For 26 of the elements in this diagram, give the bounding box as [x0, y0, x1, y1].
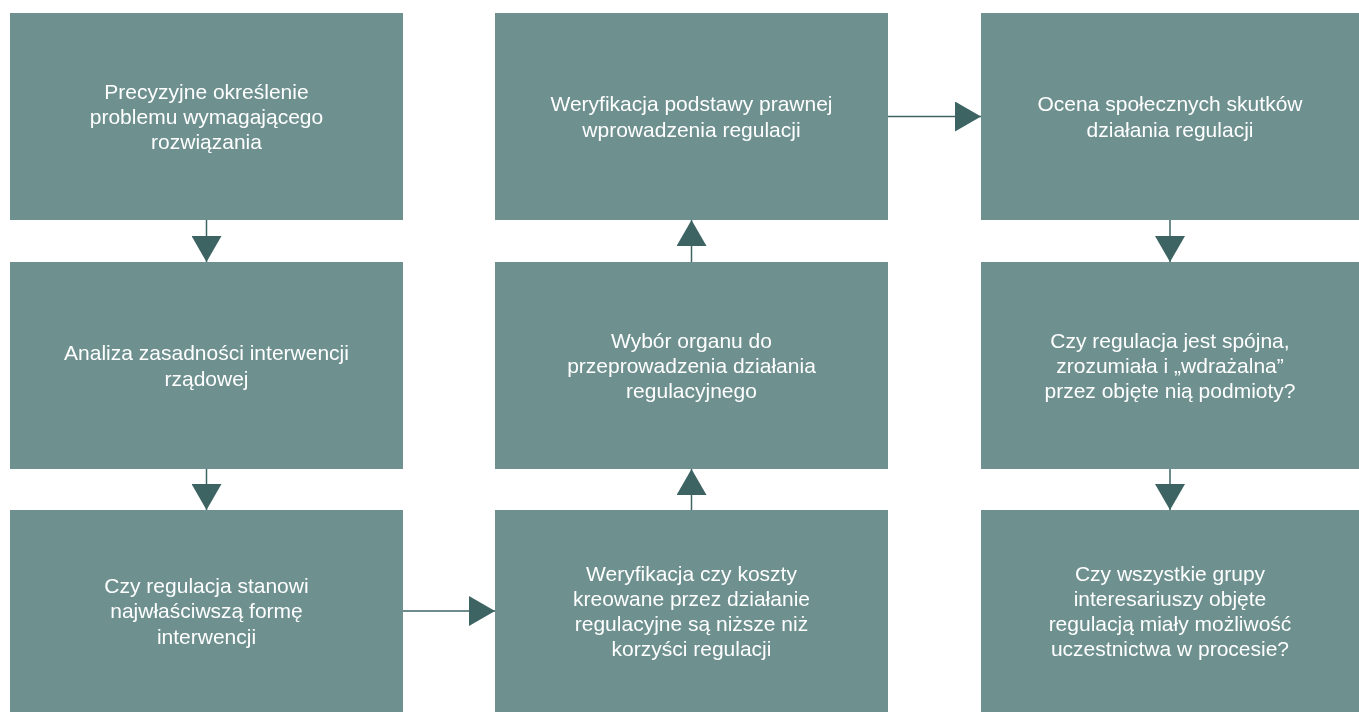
arrow	[1155, 468, 1185, 511]
process-box	[10, 510, 403, 712]
step-text: Weryfikacja podstawy prawnej wprowadzenia regulacji	[549, 91, 834, 142]
step-text: Wybór organu do przeprowadzenia działania regulacyjnego	[566, 327, 817, 404]
process-box	[495, 13, 888, 220]
process-box	[10, 13, 403, 220]
step-text: Precyzyjne określenie problemu wymagającego rozwiązania	[88, 78, 325, 155]
process-box	[981, 510, 1359, 712]
arrow	[887, 101, 982, 132]
step-text: Ocena społecznych skutków działania regulacji	[1036, 91, 1304, 142]
step-text: Czy regulacja jest spójna, zrozumiała i „wdrażalna” przez objęte nią podmioty?	[1043, 327, 1297, 404]
arrow	[1155, 219, 1185, 263]
process-box	[495, 510, 888, 712]
arrow	[402, 596, 496, 626]
step-text: Weryfikacja czy koszty kreowane przez działanie regulacyjne są niższe niż korzyści regulacji	[572, 560, 811, 662]
process-box	[495, 262, 888, 469]
arrow	[676, 468, 707, 511]
process-box	[981, 13, 1359, 220]
step-text: Czy wszystkie grupy interesariuszy objęte regulacją miały możliwość uczestnictwa w procesie?	[1047, 560, 1293, 662]
step-text: Analiza zasadności interwencji rządowej	[63, 340, 350, 391]
process-box	[10, 262, 403, 469]
arrow	[676, 219, 707, 263]
arrow	[191, 468, 222, 511]
process-box	[981, 262, 1359, 469]
step-text: Czy regulacja stanowi najwłaściwszą formę interwencji	[103, 573, 310, 649]
arrow	[191, 219, 222, 263]
